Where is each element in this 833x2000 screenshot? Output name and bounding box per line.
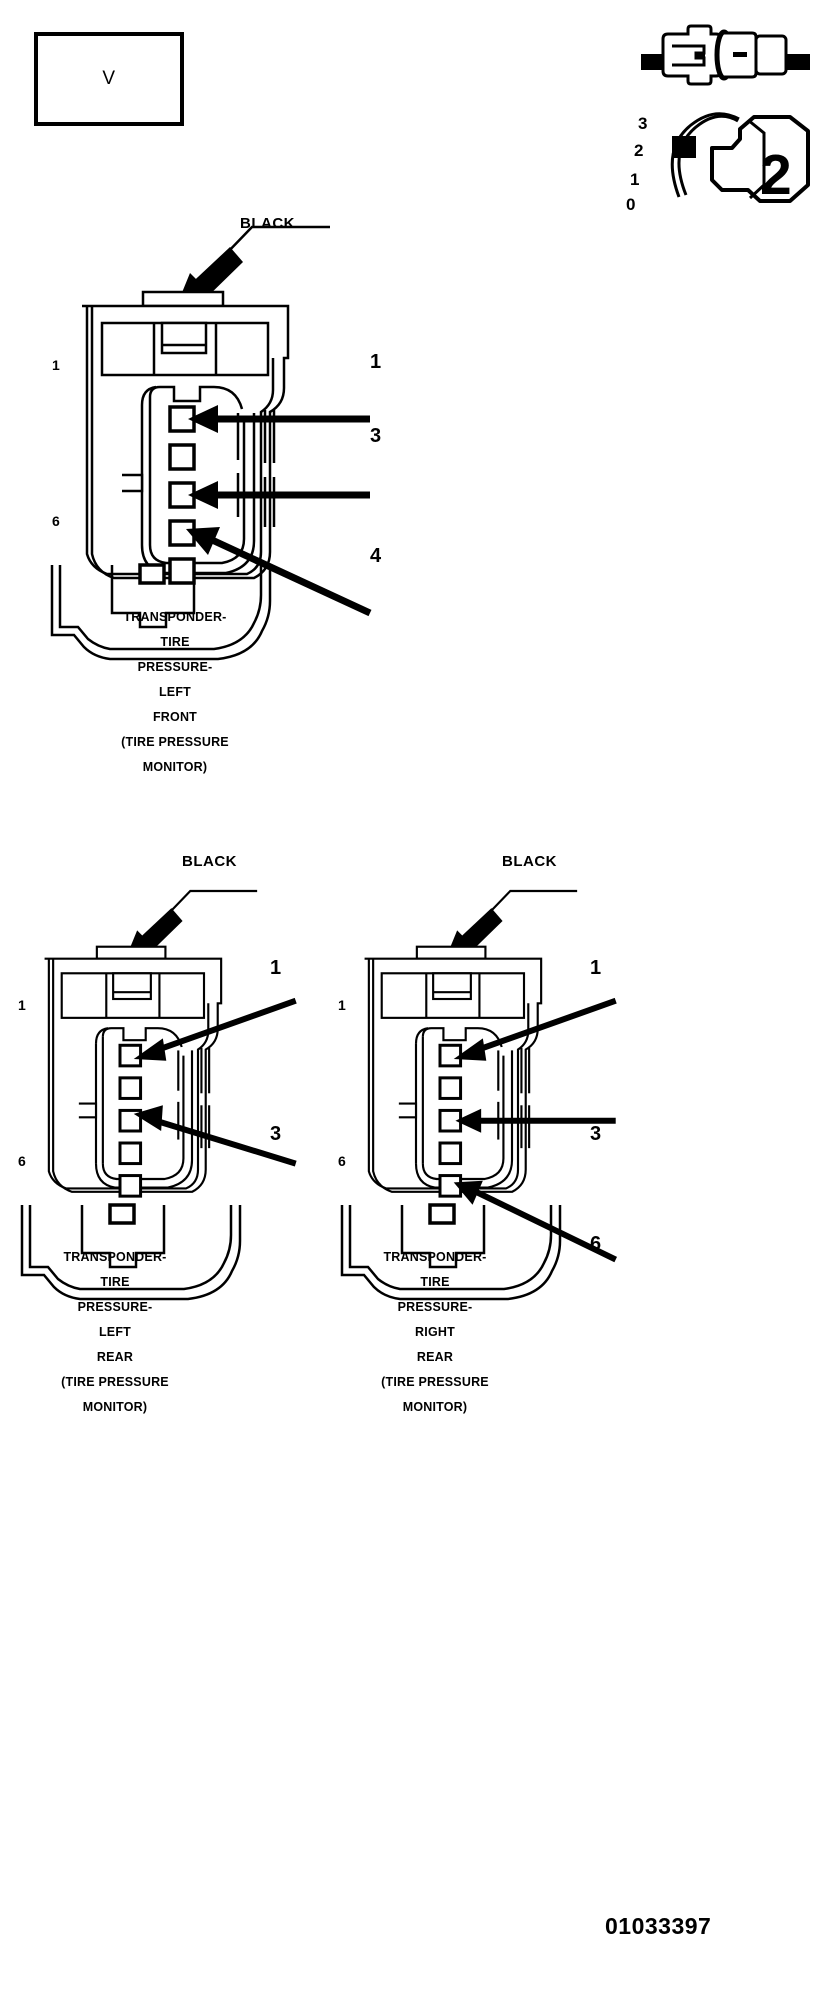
callout-label-1-left-rear: 1 [270,957,282,979]
callout-arrow-3-right-rear [455,1108,616,1133]
ignition-position-3: 3 [638,114,647,133]
black-leader-right-rear [449,889,578,957]
callout-arrow-1-left-front [188,405,370,433]
pin-number-top-right-rear: 1 [338,997,346,1013]
caption-left-front: TRANSPONDER- TIRE PRESSURE- LEFT FRONT (… [121,610,229,774]
cavity-4-right-rear [438,1141,463,1166]
callout-arrow-3-left-front [188,481,370,509]
connector-drawing-left-rear [44,889,297,1198]
symbol-group: 2 3 2 1 0 [600,14,833,214]
color-label-right-rear: BLACK [502,853,557,870]
callout-label-1-left-front: 1 [370,351,382,373]
pin-number-bottom-left-front: 6 [52,513,60,529]
connector-housing-bottom-right-rear [340,1203,562,1301]
callout-arrow-1-left-rear [133,997,297,1061]
cavity-5-left-front [168,557,196,585]
callout-label-1-right-rear: 1 [590,957,602,979]
callout-arrow-1-right-rear [453,997,617,1061]
cavity-1-right-rear [438,1043,463,1068]
callout-label-4-left-front: 4 [370,545,382,567]
connector-top-tab-left-front [141,290,225,308]
cavity-4-left-front [168,519,196,547]
figure-id-number: 01033397 [605,1913,712,1939]
legend-voltage-box: V [34,32,184,126]
ignition-position-2: 2 [634,141,643,160]
cavity-1-left-rear [118,1043,143,1068]
legend-voltage-label: V [102,68,116,89]
ignition-position-1: 1 [630,170,639,189]
black-leader-left-front [181,225,330,303]
connector-pair-icon [641,24,810,86]
connector-block-left-rear: BLACK 1 6 1 3 TRANSPONDER- TIRE PRESSURE… [0,845,360,1445]
callout-label-3-left-rear: 3 [270,1123,282,1145]
cavity-4-left-rear [118,1141,143,1166]
cavity-5-left-rear [118,1174,143,1198]
connector-block-left-front: BLACK 1 6 1 3 4 TRANSPONDER- TIRE PRESSU… [30,205,450,805]
callout-arrow-4-left-front [186,527,372,617]
connector-housing-bottom-left-rear [20,1203,242,1301]
cavity-3-left-rear [118,1108,143,1133]
cavity-2-right-rear [438,1076,463,1100]
connector-housing-bottom-left-front [50,563,272,661]
connector-top-tab-left-rear [95,945,167,960]
callout-label-3-left-front: 3 [370,425,382,447]
cavity-2-left-rear [118,1076,143,1100]
connector-drawing-left-front [82,225,372,617]
cavity-2-left-front [168,443,196,471]
pin-number-top-left-front: 1 [52,357,60,373]
pin-number-top-left-rear: 1 [18,997,26,1013]
caption-left-rear: TRANSPONDER- TIRE PRESSURE- LEFT REAR (T… [61,1250,169,1414]
callout-label-6-right-rear: 6 [590,1233,602,1255]
caption-right-rear: TRANSPONDER- TIRE PRESSURE- RIGHT REAR (… [381,1250,489,1414]
color-label-left-rear: BLACK [182,853,237,870]
pin-number-bottom-right-rear: 6 [338,1153,346,1169]
connector-top-tab-right-rear [415,945,487,960]
color-label-left-front: BLACK [240,215,295,232]
ignition-position-0: 0 [626,195,635,214]
connector-drawing-right-rear [364,889,618,1263]
connector-block-right-rear: BLACK 1 6 1 3 6 TRANSPONDER- TIRE PRESSU… [320,845,700,1445]
black-leader-left-rear [129,889,258,957]
callout-arrow-6-right-rear [453,1180,618,1263]
ignition-key-center-label: 2 [760,143,792,207]
callout-label-3-right-rear: 3 [590,1123,602,1145]
ignition-key-icon: 2 3 2 1 0 [626,112,810,214]
pin-number-bottom-left-rear: 6 [18,1153,26,1169]
callout-arrow-3-left-rear [133,1105,297,1167]
